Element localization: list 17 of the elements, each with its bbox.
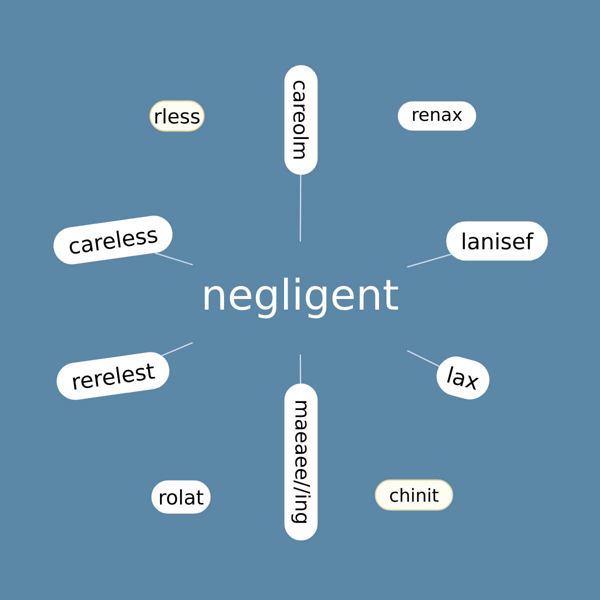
connector-line: [154, 252, 193, 266]
word-pill: maeaee//ing: [284, 383, 318, 541]
word-pill: renax: [398, 101, 476, 131]
word-pill: rolat: [151, 480, 211, 514]
word-pill: careless: [54, 216, 172, 264]
connector-line: [161, 342, 194, 356]
word-pill: lanisef: [446, 221, 548, 261]
connector-line: [407, 254, 452, 268]
connector-line: [300, 174, 302, 242]
word-pill: lax: [436, 356, 490, 400]
word-pill: careolm: [284, 65, 318, 175]
connector-line: [406, 350, 440, 367]
word-pill: rless: [149, 100, 205, 132]
connector-line: [300, 354, 302, 384]
center-word: negligent: [204, 278, 398, 318]
word-pill: chinit: [374, 479, 454, 511]
word-pill: rerelest: [56, 352, 170, 400]
